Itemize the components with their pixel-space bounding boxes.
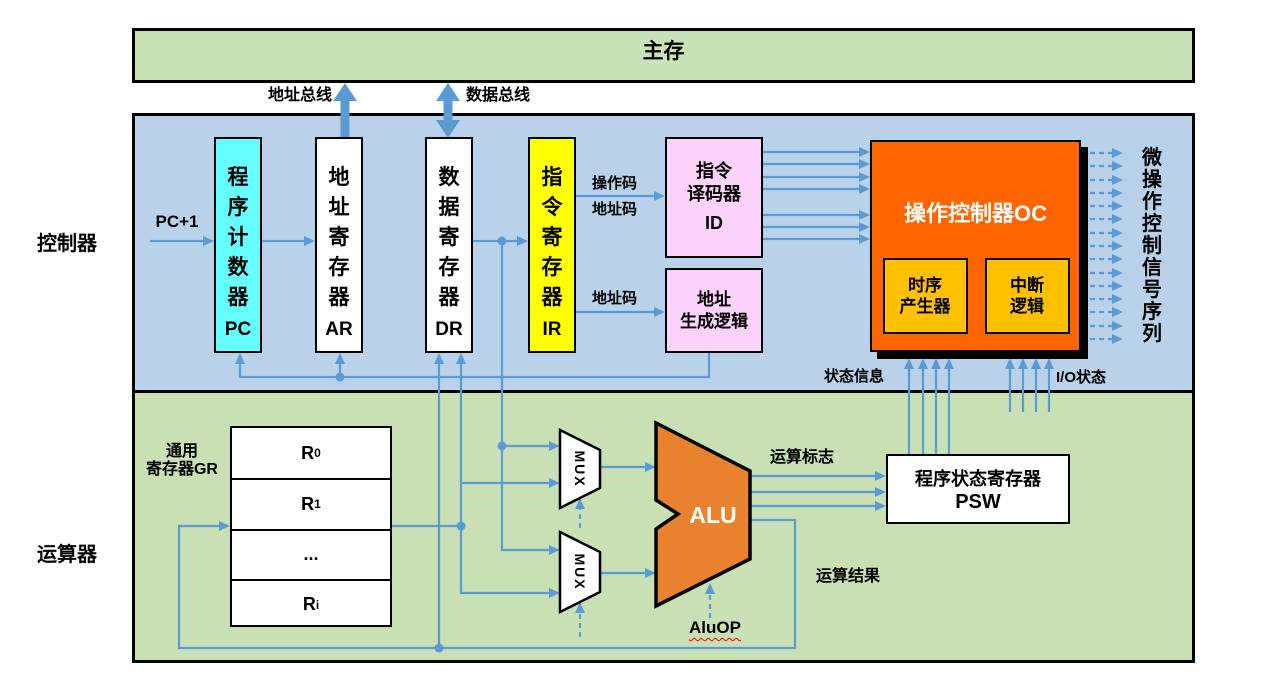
mux1-label: MUX xyxy=(572,450,588,488)
ar-register-name: 地 址 寄 存 器 xyxy=(328,166,350,309)
psw-to-oc-arrows xyxy=(904,358,954,454)
pc-register-abbr: PC xyxy=(224,319,252,340)
alu-to-psw-arrows xyxy=(750,471,886,511)
timing-line2: 产生器 xyxy=(899,297,951,316)
gr-row-ellipsis: ... xyxy=(232,528,390,579)
interrupt-line2: 逻辑 xyxy=(1010,297,1044,316)
address-gen-box: 地址 生成逻辑 xyxy=(665,268,763,353)
pc-register-name: 程 序 计 数 器 xyxy=(227,166,249,309)
junction-dots xyxy=(335,236,507,653)
addr-gen-line2: 生成逻辑 xyxy=(680,311,748,331)
psw-line1: 程序状态寄存器 xyxy=(915,468,1041,489)
addr-code-label-bottom: 地址码 xyxy=(592,290,638,307)
mux2-label: MUX xyxy=(572,553,588,591)
controller-section-label: 控制器 xyxy=(37,233,97,255)
status-info-label: 状态信息 xyxy=(824,368,885,385)
data-bus-label: 数据总线 xyxy=(466,87,531,104)
gr-label-line2: 寄存器GR xyxy=(145,460,218,478)
data-bus-arrow xyxy=(436,83,460,138)
ir-register-abbr: IR xyxy=(542,319,562,340)
alu-result-feedback xyxy=(177,518,797,650)
aluop-label: AluOP xyxy=(689,618,741,637)
dr-register-abbr: DR xyxy=(435,319,463,340)
addr-code-label-top: 地址码 xyxy=(592,201,638,218)
psw-box: 程序状态寄存器 PSW xyxy=(886,454,1070,524)
alu-flags-label: 运算标志 xyxy=(769,449,834,466)
ir-register-name: 指 令 寄 存 器 xyxy=(541,166,563,309)
interrupt-logic-box: 中断 逻辑 xyxy=(984,258,1070,334)
ar-register-abbr: AR xyxy=(325,319,353,340)
select-control-arrows xyxy=(575,498,715,637)
datapath-section-label: 运算器 xyxy=(37,544,97,566)
gr-label: 通用 寄存器GR xyxy=(138,443,226,478)
oc-microop-arrows xyxy=(1090,148,1123,344)
decoder-line1: 指令 xyxy=(696,161,732,182)
io-status-label: I/O状态 xyxy=(1056,369,1107,386)
pc-register-box: 程 序 计 数 器 PC xyxy=(214,137,262,353)
micro-ops-label: 微 操 作 控 制 信 号 序 列 xyxy=(1142,147,1162,345)
operation-controller-box: 操作控制器OC 时序 产生器 中断 逻辑 xyxy=(870,140,1081,352)
ar-register-box: 地 址 寄 存 器 AR xyxy=(315,137,363,353)
instruction-decoder-box: 指令 译码器 ID xyxy=(665,137,763,258)
oc-title: 操作控制器OC xyxy=(903,201,1047,226)
psw-abbr: PSW xyxy=(955,490,1001,513)
addr-gen-line1: 地址 xyxy=(697,290,731,310)
id-to-oc-arrows xyxy=(763,147,870,244)
ir-register-box: 指 令 寄 存 器 IR xyxy=(528,137,576,353)
address-bus-label: 地址总线 xyxy=(267,87,332,104)
dr-register-box: 数 据 寄 存 器 DR xyxy=(425,137,473,353)
main-memory-label: 主存 xyxy=(642,40,685,63)
decoder-abbr: ID xyxy=(705,213,723,234)
decoder-line2: 译码器 xyxy=(687,183,741,204)
mux2-shape xyxy=(558,529,602,615)
addrgen-feedback-line xyxy=(235,353,711,379)
bus-to-mux2-in2 xyxy=(459,526,560,598)
io-to-oc-arrows xyxy=(1005,358,1054,412)
timing-generator-box: 时序 产生器 xyxy=(882,258,968,334)
alu-label: ALU xyxy=(689,502,737,528)
bus-arrows xyxy=(333,83,460,138)
interrupt-line1: 中断 xyxy=(1010,275,1044,295)
pc-plus1-label: PC+1 xyxy=(155,212,199,231)
alu-shape xyxy=(654,420,752,609)
gr-label-line1: 通用 xyxy=(165,443,198,460)
opcode-label: 操作码 xyxy=(592,175,638,192)
dr-register-name: 数 据 寄 存 器 xyxy=(438,166,460,309)
drbus-to-mux2-in1 xyxy=(500,241,560,555)
address-bus-arrow xyxy=(333,83,357,137)
main-memory-box xyxy=(132,28,1195,83)
alu-result-label: 运算结果 xyxy=(815,568,880,585)
timing-line1: 时序 xyxy=(908,275,942,295)
mux1-shape xyxy=(558,427,602,511)
